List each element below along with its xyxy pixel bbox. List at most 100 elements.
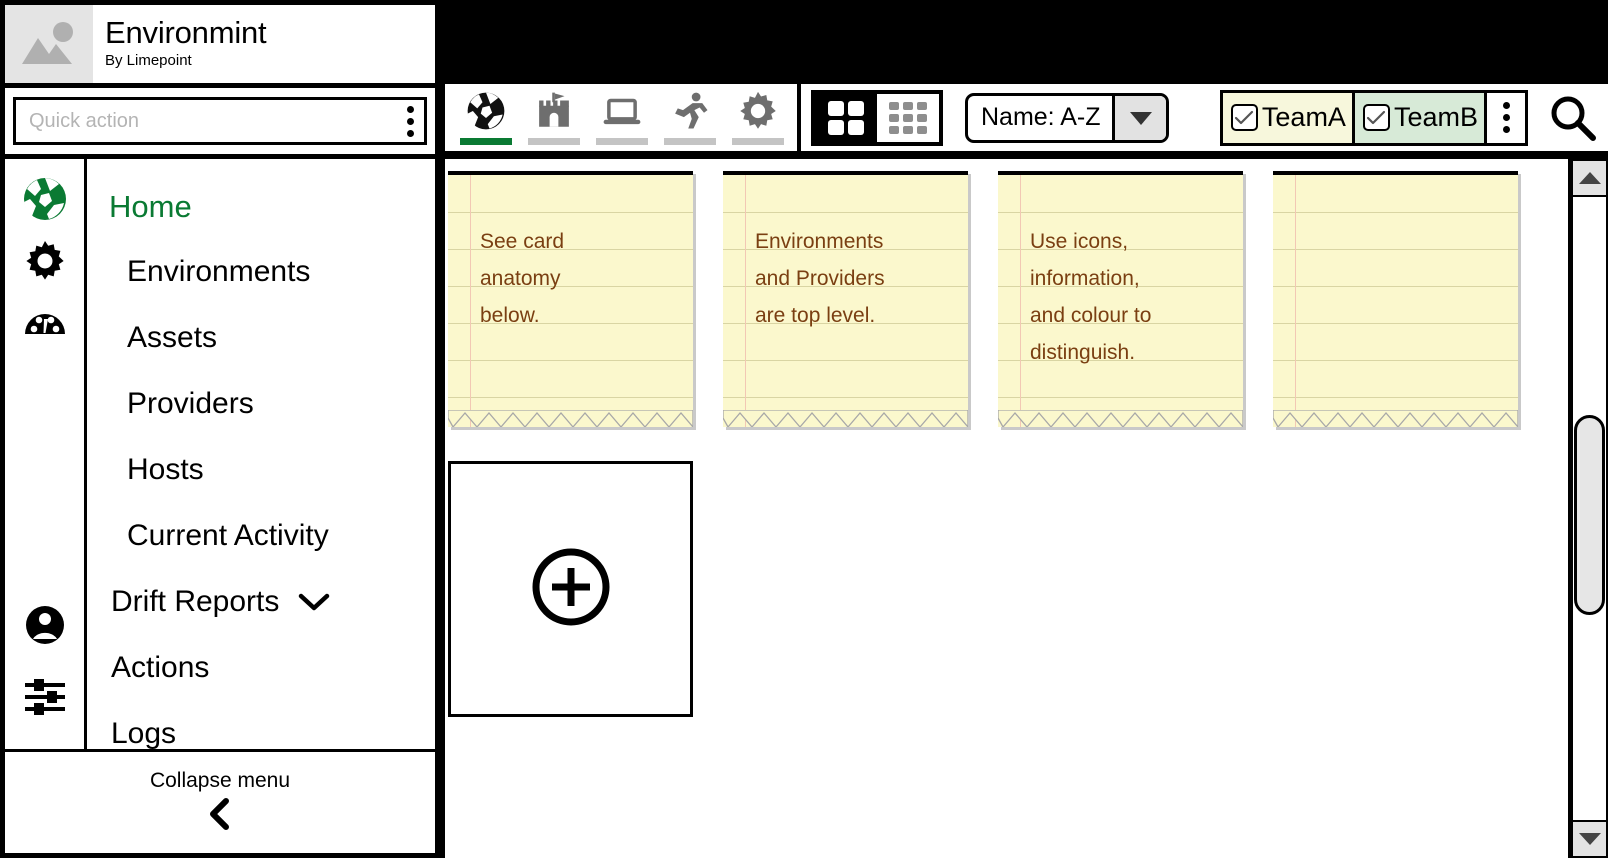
sort-control-wrapper: Name: A-Z bbox=[965, 84, 1170, 151]
quick-action-placeholder: Quick action bbox=[29, 109, 140, 132]
add-card-button[interactable] bbox=[448, 461, 693, 717]
view-mode-toggle bbox=[811, 89, 943, 146]
team-label: TeamA bbox=[1261, 102, 1346, 132]
sidebar-item-label: Drift Reports bbox=[111, 585, 280, 618]
content-area: See card anatomy below. bbox=[445, 159, 1608, 858]
sphere-icon[interactable] bbox=[17, 171, 73, 227]
sidebar-item-logs[interactable]: Logs bbox=[87, 701, 435, 767]
sphere-icon bbox=[465, 89, 507, 133]
checkbox-checked-icon[interactable] bbox=[1230, 104, 1258, 131]
sidebar-item-label: Actions bbox=[111, 651, 210, 684]
note-margin-line bbox=[1020, 175, 1021, 427]
brand-subtitle: By Limepoint bbox=[105, 52, 192, 70]
sort-dropdown[interactable]: Name: A-Z bbox=[965, 92, 1170, 143]
team-filter-group: TeamA TeamB bbox=[1219, 89, 1528, 146]
sidebar-item-current-activity[interactable]: Current Activity bbox=[87, 503, 435, 569]
sidebar-rail-bottom bbox=[5, 597, 84, 731]
cards-row: See card anatomy below. bbox=[445, 171, 1568, 427]
brand-header: Environmint By Limepoint bbox=[5, 5, 435, 88]
plus-circle-icon bbox=[528, 544, 614, 635]
chevron-down-icon[interactable] bbox=[297, 591, 331, 613]
note-margin-line bbox=[745, 175, 746, 427]
team-filter-teama[interactable]: TeamA bbox=[1222, 92, 1355, 143]
cards-row bbox=[445, 427, 1568, 717]
sidebar-nav: Home Environments Assets Providers Hosts… bbox=[5, 159, 435, 749]
scrollbar-track[interactable] bbox=[1571, 197, 1608, 820]
toolbar-spacer bbox=[1169, 84, 1219, 151]
type-filter-tabs bbox=[445, 84, 801, 151]
main-panel: Name: A-Z TeamA bbox=[440, 0, 1608, 858]
tab-indicator bbox=[596, 138, 648, 145]
note-card[interactable]: Use icons, information, and colour to di… bbox=[998, 171, 1243, 427]
castle-icon bbox=[533, 89, 575, 133]
gauge-icon[interactable] bbox=[17, 295, 73, 351]
torn-edge-icon bbox=[723, 410, 968, 427]
sidebar-item-home[interactable]: Home bbox=[87, 173, 435, 239]
tab-activity[interactable] bbox=[663, 89, 717, 145]
tab-environments[interactable] bbox=[459, 89, 513, 145]
note-rules bbox=[998, 175, 1243, 427]
sidebar-item-label: Hosts bbox=[127, 453, 204, 486]
scroll-down-button[interactable] bbox=[1571, 820, 1608, 858]
running-person-icon bbox=[669, 89, 711, 133]
note-text: See card anatomy below. bbox=[480, 230, 565, 327]
triangle-down-icon[interactable] bbox=[1112, 95, 1167, 140]
sidebar-item-drift-reports[interactable]: Drift Reports bbox=[87, 569, 435, 635]
tab-indicator bbox=[528, 138, 580, 145]
note-card[interactable] bbox=[1273, 171, 1518, 427]
user-account-icon[interactable] bbox=[17, 597, 73, 653]
note-rules bbox=[723, 175, 968, 427]
vertical-scrollbar[interactable] bbox=[1568, 159, 1608, 858]
team-label: TeamB bbox=[1393, 102, 1478, 132]
sidebar: Environmint By Limepoint Quick action bbox=[0, 0, 440, 858]
tab-castle[interactable] bbox=[527, 89, 581, 145]
quick-action-row: Quick action bbox=[5, 88, 435, 159]
team-filter-teamb[interactable]: TeamB bbox=[1354, 92, 1487, 143]
tab-active-indicator bbox=[460, 138, 512, 145]
grid-small-icon[interactable] bbox=[877, 93, 939, 142]
sidebar-item-environments[interactable]: Environments bbox=[87, 239, 435, 305]
note-text: Use icons, information, and colour to di… bbox=[1030, 230, 1152, 364]
sort-value: Name: A-Z bbox=[981, 103, 1101, 131]
collapse-menu-label: Collapse menu bbox=[149, 769, 291, 792]
checkbox-checked-icon[interactable] bbox=[1362, 104, 1390, 131]
page-title: Environmint bbox=[105, 15, 267, 51]
sliders-icon[interactable] bbox=[17, 669, 73, 725]
sidebar-item-providers[interactable]: Providers bbox=[87, 371, 435, 437]
gear-icon bbox=[737, 89, 779, 133]
note-rules bbox=[1273, 175, 1518, 427]
laptop-icon bbox=[600, 89, 644, 133]
search-icon[interactable] bbox=[1536, 90, 1608, 146]
gear-icon[interactable] bbox=[17, 233, 73, 289]
note-rules bbox=[448, 175, 693, 427]
sidebar-item-hosts[interactable]: Hosts bbox=[87, 437, 435, 503]
scrollbar-thumb[interactable] bbox=[1574, 415, 1605, 615]
torn-edge-icon bbox=[448, 410, 693, 427]
kebab-menu-icon[interactable] bbox=[1487, 92, 1525, 143]
tab-hosts[interactable] bbox=[595, 89, 649, 145]
grid-large-icon[interactable] bbox=[815, 93, 877, 142]
note-margin-line bbox=[470, 175, 471, 427]
quick-action-input[interactable]: Quick action bbox=[13, 97, 427, 145]
image-placeholder-icon bbox=[5, 5, 93, 83]
torn-edge-icon bbox=[998, 410, 1243, 427]
sidebar-item-label: Providers bbox=[127, 387, 254, 420]
collapse-menu-button[interactable]: Collapse menu bbox=[5, 749, 435, 853]
sidebar-item-label: Home bbox=[109, 188, 192, 224]
sidebar-item-label: Current Activity bbox=[127, 519, 329, 552]
sidebar-item-assets[interactable]: Assets bbox=[87, 305, 435, 371]
note-card[interactable]: See card anatomy below. bbox=[448, 171, 693, 427]
tab-settings[interactable] bbox=[731, 89, 785, 145]
tab-indicator bbox=[732, 138, 784, 145]
sidebar-item-label: Environments bbox=[127, 255, 311, 288]
torn-edge-icon bbox=[1273, 410, 1518, 427]
kebab-menu-icon[interactable] bbox=[407, 105, 414, 137]
sidebar-item-actions[interactable]: Actions bbox=[87, 635, 435, 701]
note-card[interactable]: Environments and Providers are top level… bbox=[723, 171, 968, 427]
cards-grid: See card anatomy below. bbox=[445, 159, 1568, 858]
toolbar: Name: A-Z TeamA bbox=[445, 80, 1608, 155]
sidebar-icon-rail bbox=[5, 159, 87, 749]
sidebar-item-list: Home Environments Assets Providers Hosts… bbox=[87, 159, 435, 749]
scroll-up-button[interactable] bbox=[1571, 159, 1608, 197]
